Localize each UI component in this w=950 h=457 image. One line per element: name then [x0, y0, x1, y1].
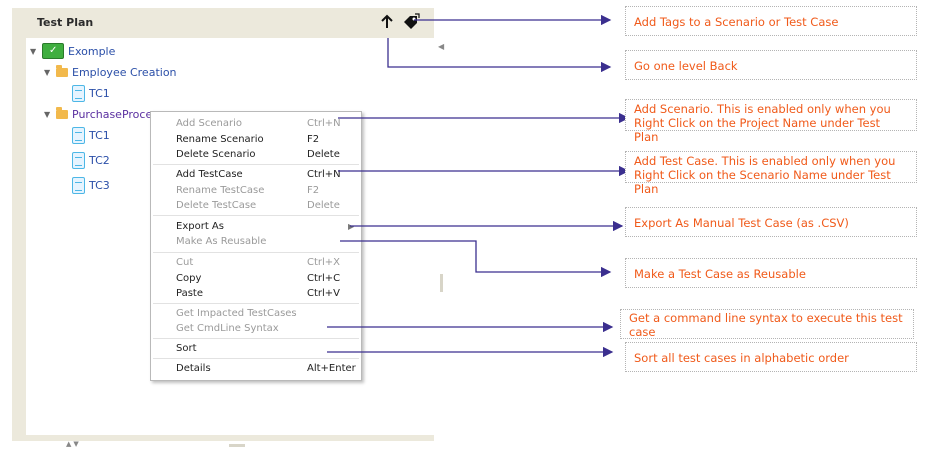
menu-item-label: Delete TestCase [176, 200, 257, 211]
menu-item-cut[interactable]: Cut Ctrl+X [151, 255, 361, 270]
tree-node-scenario[interactable]: ▼ PurchaseProcess [44, 105, 164, 123]
testcase-label: TC2 [89, 153, 110, 167]
menu-item-delete-testcase[interactable]: Delete TestCase Delete [151, 198, 361, 213]
menu-item-make-reusable[interactable]: Make As Reusable [151, 234, 361, 249]
annotation-go-back: Go one level Back [625, 50, 917, 80]
testcase-icon [72, 176, 85, 194]
menu-item-label: Add TestCase [176, 169, 243, 180]
testcase-label: TC1 [89, 128, 110, 142]
menu-item-label: Delete Scenario [176, 149, 256, 160]
panel-title: Test Plan [37, 16, 94, 29]
menu-item-label: Details [176, 363, 211, 374]
menu-item-label: Cut [176, 257, 194, 268]
menu-item-shortcut: Delete [307, 200, 340, 211]
testcase-icon [72, 84, 85, 102]
folder-icon [56, 106, 68, 119]
annotation-add-testcase: Add Test Case. This is enabled only when… [625, 151, 917, 196]
menu-item-label: Make As Reusable [176, 236, 267, 247]
menu-item-shortcut: Delete [307, 149, 340, 160]
arrow-reusable [340, 240, 612, 278]
menu-item-get-cmdline[interactable]: Get CmdLine Syntax [151, 321, 361, 336]
menu-item-label: Export As [176, 221, 224, 232]
annotation-reusable: Make a Test Case as Reusable [625, 258, 917, 288]
testcase-icon [72, 126, 85, 144]
menu-item-label: Rename Scenario [176, 134, 264, 145]
menu-separator [153, 252, 359, 253]
menu-item-label: Get CmdLine Syntax [176, 323, 279, 334]
menu-separator [153, 303, 359, 304]
annotation-cmdline: Get a command line syntax to execute thi… [620, 309, 914, 339]
testcase-label: TC1 [89, 86, 110, 100]
tree-node-testcase[interactable]: TC3 [72, 176, 110, 194]
menu-item-copy[interactable]: Copy Ctrl+C [151, 271, 361, 286]
menu-item-add-testcase[interactable]: Add TestCase Ctrl+N [151, 167, 361, 182]
menu-item-shortcut: Ctrl+N [307, 169, 341, 180]
expand-toggle-icon[interactable]: ▼ [30, 46, 37, 56]
menu-item-delete-scenario[interactable]: Delete Scenario Delete [151, 147, 361, 162]
menu-separator [153, 215, 359, 216]
annotation-add-tags: Add Tags to a Scenario or Test Case [625, 6, 917, 36]
context-menu: Add Scenario Ctrl+N Rename Scenario F2 D… [150, 111, 362, 381]
arrow-go-back [387, 38, 612, 73]
menu-separator [153, 164, 359, 165]
expand-toggle-icon[interactable]: ▼ [44, 67, 51, 77]
tree-node-testcase[interactable]: TC1 [72, 84, 110, 102]
tree-node-scenario[interactable]: ▼ Employee Creation [44, 63, 177, 81]
annotation-add-scenario: Add Scenario. This is enabled only when … [625, 99, 917, 144]
annotation-sort: Sort all test cases in alphabetic order [625, 342, 917, 372]
scenario-label: Employee Creation [72, 65, 177, 79]
menu-item-label: Rename TestCase [176, 185, 265, 196]
menu-item-label: Get Impacted TestCases [176, 308, 297, 319]
menu-item-label: Paste [176, 288, 203, 299]
menu-item-add-scenario[interactable]: Add Scenario Ctrl+N [151, 116, 361, 131]
project-icon [42, 43, 64, 59]
expand-toggle-icon[interactable]: ▼ [44, 109, 51, 119]
menu-item-shortcut: Ctrl+V [307, 288, 341, 299]
menu-item-label: Add Scenario [176, 118, 243, 129]
menu-item-paste[interactable]: Paste Ctrl+V [151, 286, 361, 301]
menu-item-shortcut: Ctrl+C [307, 273, 341, 284]
menu-separator [153, 338, 359, 339]
expand-arrows-icon[interactable]: ▲▼ [66, 440, 81, 448]
arrow-up-icon[interactable] [379, 13, 395, 31]
menu-item-label: Sort [176, 343, 197, 354]
menu-item-details[interactable]: Details Alt+Enter [151, 361, 361, 376]
menu-separator [153, 358, 359, 359]
bottom-resize-handle[interactable] [229, 444, 245, 447]
testcase-label: TC3 [89, 178, 110, 192]
menu-item-shortcut: Ctrl+N [307, 118, 341, 129]
menu-item-label: Copy [176, 273, 202, 284]
tree-node-testcase[interactable]: TC2 [72, 151, 110, 169]
menu-item-shortcut: Ctrl+X [307, 257, 341, 268]
collapse-arrow-icon[interactable]: ◀ [438, 42, 445, 51]
tree-node-project[interactable]: ▼ Exomple [30, 42, 115, 60]
menu-item-rename-testcase[interactable]: Rename TestCase F2 [151, 183, 361, 198]
menu-item-get-impacted[interactable]: Get Impacted TestCases [151, 306, 361, 321]
folder-icon [56, 64, 68, 77]
tag-icon[interactable] [402, 13, 420, 31]
annotation-export: Export As Manual Test Case (as .CSV) [625, 207, 917, 237]
project-label: Exomple [68, 44, 116, 58]
menu-item-rename-scenario[interactable]: Rename Scenario F2 [151, 132, 361, 147]
menu-item-shortcut: F2 [307, 185, 320, 196]
menu-item-shortcut: F2 [307, 134, 320, 145]
menu-item-sort[interactable]: Sort [151, 341, 361, 356]
resize-handle[interactable] [440, 274, 443, 292]
tree-node-testcase[interactable]: TC1 [72, 126, 110, 144]
scenario-label: PurchaseProcess [72, 107, 164, 121]
testcase-icon [72, 151, 85, 169]
menu-item-shortcut: Alt+Enter [307, 363, 356, 374]
panel-header: Test Plan [12, 8, 434, 36]
